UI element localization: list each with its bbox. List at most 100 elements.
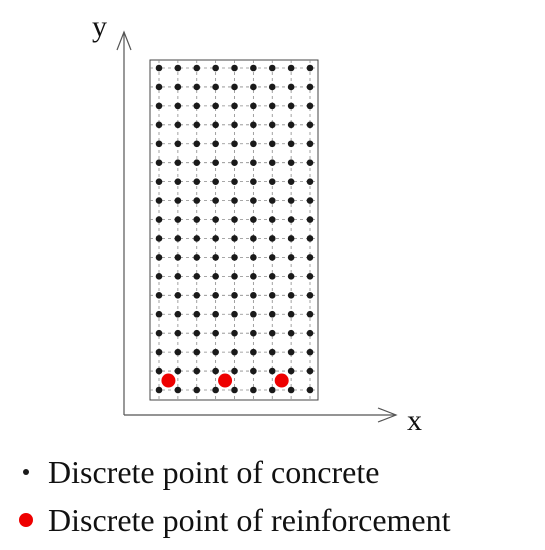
concrete-point bbox=[231, 310, 238, 318]
concrete-point bbox=[231, 178, 238, 185]
concrete-point bbox=[268, 102, 276, 110]
legend: Discrete point of concrete Discrete poin… bbox=[10, 448, 540, 544]
concrete-point bbox=[268, 178, 276, 185]
concrete-point bbox=[174, 348, 182, 356]
reinforcement-points bbox=[161, 373, 289, 388]
concrete-point bbox=[231, 254, 238, 261]
concrete-point bbox=[287, 197, 295, 204]
concrete-point bbox=[231, 159, 238, 167]
concrete-point bbox=[250, 235, 257, 242]
concrete-point bbox=[250, 102, 257, 110]
concrete-point bbox=[268, 140, 276, 148]
concrete-point bbox=[212, 197, 219, 204]
concrete-point bbox=[231, 367, 238, 375]
concrete-point bbox=[287, 348, 295, 356]
concrete-point bbox=[306, 235, 314, 242]
concrete-point bbox=[287, 121, 295, 129]
concrete-point bbox=[155, 178, 163, 185]
concrete-point bbox=[155, 64, 163, 72]
concrete-point bbox=[268, 329, 276, 337]
concrete-point bbox=[250, 83, 257, 91]
concrete-point bbox=[306, 178, 314, 185]
concrete-point bbox=[268, 159, 276, 167]
section-boundary bbox=[149, 59, 319, 401]
x-axis-arrowhead bbox=[377, 407, 398, 423]
concrete-point bbox=[155, 310, 163, 318]
concrete-point bbox=[306, 159, 314, 167]
concrete-point bbox=[155, 329, 163, 337]
concrete-point bbox=[193, 310, 201, 318]
reinforcement-point bbox=[161, 373, 176, 388]
concrete-point bbox=[155, 367, 163, 375]
concrete-point bbox=[212, 291, 219, 299]
concrete-point bbox=[306, 83, 314, 91]
concrete-point bbox=[306, 329, 314, 337]
concrete-point bbox=[250, 197, 257, 204]
concrete-point bbox=[174, 178, 182, 185]
concrete-point bbox=[174, 310, 182, 318]
concrete-point bbox=[193, 140, 201, 148]
concrete-point bbox=[193, 64, 201, 72]
concrete-point bbox=[268, 254, 276, 261]
concrete-point bbox=[250, 386, 257, 394]
concrete-point bbox=[231, 216, 238, 223]
concrete-point bbox=[212, 386, 219, 394]
concrete-point bbox=[212, 273, 219, 280]
concrete-point bbox=[231, 386, 238, 394]
concrete-point bbox=[193, 348, 201, 356]
y-axis-arrowhead bbox=[116, 30, 132, 51]
concrete-point bbox=[287, 254, 295, 261]
concrete-point bbox=[155, 273, 163, 280]
concrete-point bbox=[174, 197, 182, 204]
concrete-point bbox=[268, 291, 276, 299]
concrete-point bbox=[212, 140, 219, 148]
concrete-point bbox=[306, 386, 314, 394]
concrete-point bbox=[231, 121, 238, 129]
concrete-point bbox=[155, 197, 163, 204]
concrete-point bbox=[268, 64, 276, 72]
concrete-point bbox=[155, 121, 163, 129]
concrete-point bbox=[306, 348, 314, 356]
concrete-point bbox=[174, 121, 182, 129]
concrete-point bbox=[231, 83, 238, 91]
concrete-point bbox=[268, 83, 276, 91]
concrete-point bbox=[212, 64, 219, 72]
legend-label-reinforcement: Discrete point of reinforcement bbox=[48, 501, 451, 538]
concrete-point bbox=[250, 291, 257, 299]
concrete-point bbox=[231, 348, 238, 356]
concrete-point bbox=[250, 254, 257, 261]
concrete-point bbox=[212, 178, 219, 185]
concrete-point bbox=[287, 386, 295, 394]
concrete-point bbox=[306, 197, 314, 204]
concrete-point bbox=[155, 83, 163, 91]
concrete-point bbox=[306, 367, 314, 375]
concrete-point bbox=[250, 121, 257, 129]
concrete-point bbox=[306, 140, 314, 148]
concrete-point bbox=[287, 329, 295, 337]
concrete-point bbox=[155, 348, 163, 356]
concrete-point bbox=[174, 386, 182, 394]
concrete-point bbox=[193, 329, 201, 337]
concrete-point bbox=[250, 178, 257, 185]
concrete-point bbox=[250, 64, 257, 72]
concrete-point bbox=[306, 291, 314, 299]
concrete-point bbox=[250, 140, 257, 148]
concrete-point bbox=[287, 216, 295, 223]
reinforcement-point bbox=[218, 373, 233, 388]
concrete-point bbox=[250, 159, 257, 167]
concrete-point bbox=[287, 102, 295, 110]
y-axis-label: y bbox=[92, 10, 107, 43]
concrete-point bbox=[231, 140, 238, 148]
concrete-point bbox=[193, 102, 201, 110]
concrete-point bbox=[174, 216, 182, 223]
concrete-point bbox=[250, 273, 257, 280]
legend-label-concrete: Discrete point of concrete bbox=[48, 453, 380, 490]
concrete-point bbox=[212, 329, 219, 337]
concrete-point bbox=[174, 367, 182, 375]
concrete-point bbox=[193, 197, 201, 204]
concrete-point bbox=[212, 310, 219, 318]
concrete-point bbox=[250, 329, 257, 337]
concrete-point bbox=[174, 329, 182, 337]
concrete-point bbox=[231, 329, 238, 337]
concrete-points bbox=[155, 64, 314, 394]
